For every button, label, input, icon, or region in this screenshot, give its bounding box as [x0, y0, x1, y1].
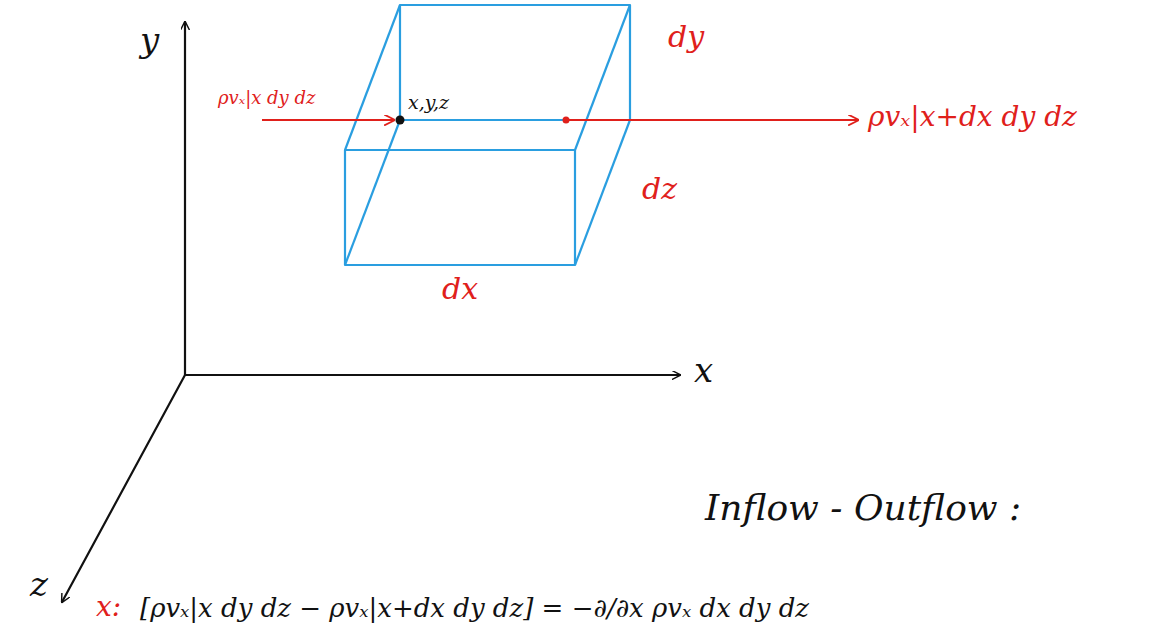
y-axis	[184, 22, 186, 375]
point-label: x,y,z	[408, 92, 449, 113]
axis-label: z	[30, 566, 48, 603]
flux-label: ρvₓ|x+dx dy dz	[868, 102, 1077, 133]
axis-label: y	[140, 22, 159, 59]
outflow-arrow	[568, 119, 858, 121]
dimension-label: dx	[442, 272, 478, 305]
depth-edge	[575, 5, 630, 150]
flux-label: ρvₓ|x dy dz	[218, 88, 316, 108]
heading-note: Inflow - Outflow :	[705, 488, 1021, 528]
component-label: x:	[96, 592, 121, 623]
outflow-point	[563, 117, 570, 124]
corner-point	[396, 116, 405, 125]
control-volume	[345, 5, 630, 265]
dimension-label: dy	[668, 20, 704, 53]
back-face	[400, 5, 630, 120]
front-face	[345, 150, 575, 265]
depth-edge	[575, 120, 630, 265]
flux-arrows	[262, 119, 858, 121]
dimension-label: dz	[642, 172, 677, 205]
equation: [ρvₓ|x dy dz − ρvₓ|x+dx dy dz] = −∂/∂x ρ…	[140, 594, 809, 623]
depth-edge	[345, 120, 400, 265]
axes	[62, 22, 680, 602]
z-axis	[62, 375, 185, 602]
inflow-arrow	[262, 119, 394, 121]
depth-edge	[345, 5, 400, 150]
axis-label: x	[694, 352, 713, 389]
x-axis	[185, 374, 680, 376]
